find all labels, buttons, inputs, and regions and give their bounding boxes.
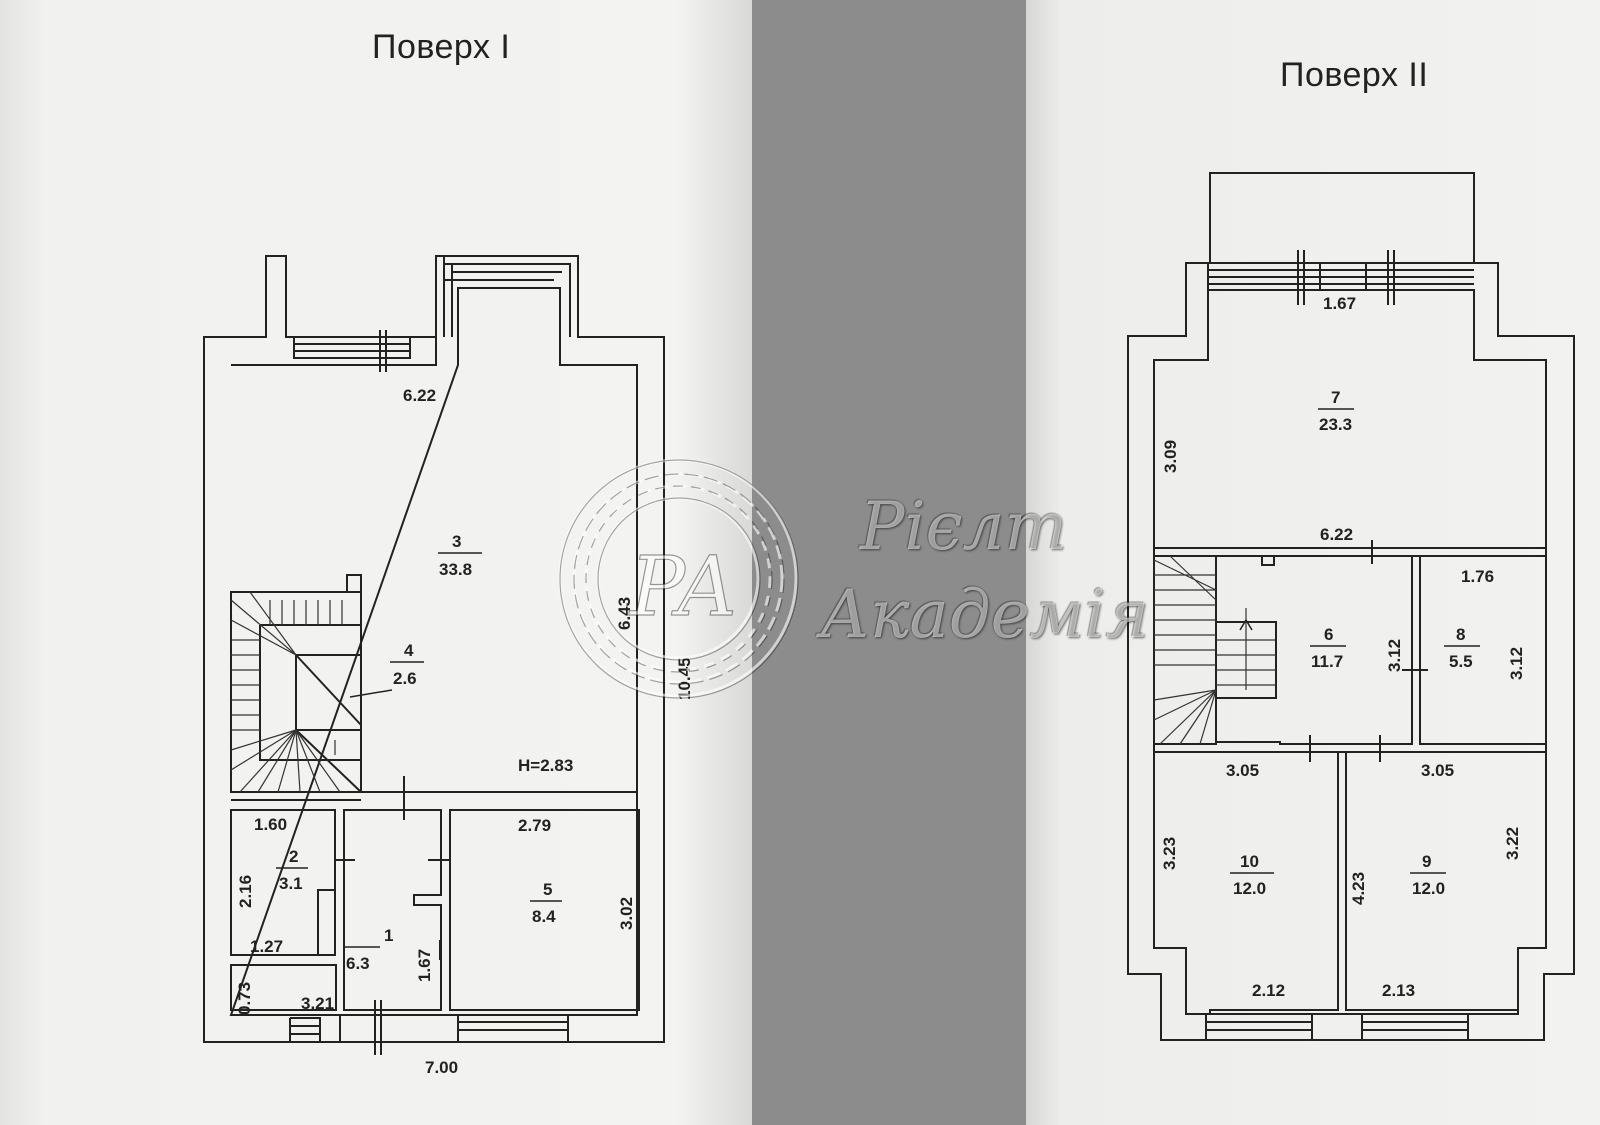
dim-f1-height-room3: 6.43 <box>615 597 634 630</box>
left-page <box>0 0 752 1125</box>
dim-f2-room9-width: 3.05 <box>1421 761 1454 780</box>
room-3-number: 3 <box>452 532 461 551</box>
dim-f2-room7-height: 3.09 <box>1161 440 1180 473</box>
floor1-room3-bottom-wall <box>231 791 637 801</box>
floor2-labels: 1.67 7 23.3 3.09 6.22 1.76 6 11.7 3.12 8… <box>1160 294 1526 1000</box>
dim-f2-room8-height: 3.12 <box>1507 647 1526 680</box>
watermark-line1: Рієлт <box>860 488 1068 565</box>
floor1-stair-treads <box>230 591 343 793</box>
floor2-title: Поверх II <box>1280 56 1429 94</box>
room-1-area: 6.3 <box>346 954 370 973</box>
room-10-area: 12.0 <box>1233 879 1266 898</box>
room-7-area: 23.3 <box>1319 415 1352 434</box>
room-6-number: 6 <box>1324 625 1333 644</box>
room-4-number: 4 <box>404 641 414 660</box>
watermark-line2: Академія <box>820 576 1150 653</box>
dim-f1-room1-width: 1.27 <box>250 937 283 956</box>
dim-f1-room5-height: 3.02 <box>617 897 636 930</box>
floor1-inner-wall <box>229 287 638 1016</box>
floor2-room6 <box>1216 555 1413 745</box>
dim-f2-room9-height: 3.22 <box>1503 827 1522 860</box>
room-7-number: 7 <box>1331 388 1340 407</box>
dim-f1-room2-height: 2.16 <box>236 875 255 908</box>
dim-f2-room7-width: 6.22 <box>1320 525 1353 544</box>
book-gutter <box>752 0 1026 1125</box>
dim-f2-room10-height: 3.23 <box>1160 837 1179 870</box>
floor2-room10 <box>1154 751 1339 1014</box>
dim-f1-room2-width: 1.60 <box>254 815 287 834</box>
floor2-balcony <box>1209 172 1475 264</box>
floor1-title: Поверх I <box>372 28 511 66</box>
floor2-room8 <box>1419 555 1547 745</box>
floor2-inner-wall <box>1153 289 1547 1015</box>
dim-f2-room10-bottom: 2.12 <box>1252 981 1285 1000</box>
room-5-area: 8.4 <box>532 907 556 926</box>
floor2-stair-treads <box>1153 555 1276 745</box>
stair-arrow-icon <box>1239 619 1253 631</box>
dim-f2-room9-bottom: 2.13 <box>1382 981 1415 1000</box>
floor1-outer-wall <box>203 255 665 1043</box>
dim-f1-width-top: 6.22 <box>403 386 436 405</box>
room-8-number: 8 <box>1456 625 1465 644</box>
right-page <box>1026 0 1600 1125</box>
watermark-ring <box>558 458 798 698</box>
room-9-area: 12.0 <box>1412 879 1445 898</box>
room-4-area: 2.6 <box>393 669 417 688</box>
floor1-room2 <box>230 809 336 956</box>
dim-f1-total-width: 7.00 <box>425 1058 458 1077</box>
dim-f2-room6-height: 3.12 <box>1385 639 1404 672</box>
watermark-ring-shadow <box>559 459 799 699</box>
room-6-area: 11.7 <box>1311 652 1343 671</box>
dim-f1-room5-width: 2.79 <box>518 816 551 835</box>
watermark-monogram: PA <box>628 540 737 635</box>
floor2-outer-wall <box>1127 262 1575 1041</box>
floor1-room1 <box>343 809 442 1011</box>
dim-f2-room10-width: 3.05 <box>1226 761 1259 780</box>
room-1-number: 1 <box>384 926 393 945</box>
floor2-room9 <box>1345 751 1546 1011</box>
dim-f2-balcony-width: 1.67 <box>1323 294 1356 313</box>
floor1-plan <box>203 255 665 1055</box>
room-5-number: 5 <box>543 880 552 899</box>
room-10-number: 10 <box>1240 852 1259 871</box>
dim-f1-room1-height: 1.67 <box>415 949 434 982</box>
dim-f1-porch-height: 0.73 <box>235 982 254 1015</box>
room-8-area: 5.5 <box>1449 652 1473 671</box>
dim-f2-room8-width: 1.76 <box>1461 567 1494 586</box>
room-9-number: 9 <box>1422 852 1431 871</box>
dim-f2-room9-inner-height: 4.23 <box>1349 872 1368 905</box>
room-2-area: 3.1 <box>279 874 303 893</box>
room-2-number: 2 <box>289 847 298 866</box>
dim-f1-porch-width: 3.21 <box>301 994 334 1013</box>
ceiling-height: H=2.83 <box>518 756 573 775</box>
room-3-area: 33.8 <box>439 560 472 579</box>
dim-f1-total-length: 10.45 <box>675 657 694 700</box>
floor1-room5 <box>449 809 640 1011</box>
